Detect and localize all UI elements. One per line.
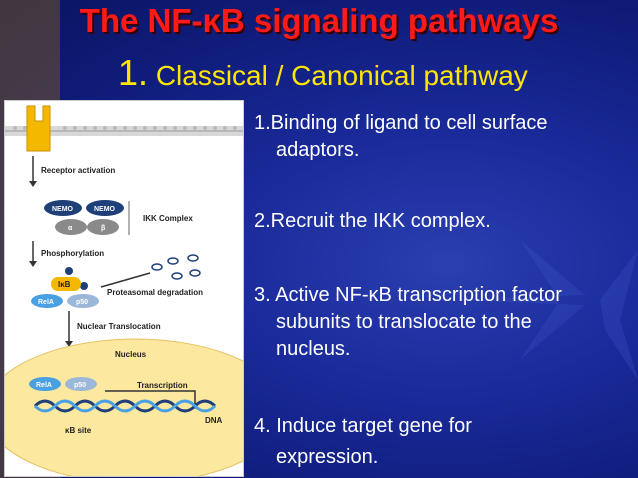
phosphorylation-label: Phosphorylation	[41, 249, 104, 258]
ikk-beta-label: β	[101, 225, 106, 232]
receptor-activation-label: Receptor activation	[41, 166, 115, 175]
nuclear-translocation-label: Nuclear Translocation	[77, 322, 161, 331]
p50-label: p50	[76, 299, 88, 306]
nemo-label-1: NEMO	[52, 206, 74, 213]
bullet-2-line1: 2.Recruit the IKK complex.	[254, 210, 491, 232]
ikb-label: IκB	[58, 280, 71, 289]
pathway-diagram: Receptor activation NEMO NEMO α β IKK Co…	[4, 100, 244, 477]
nucleus-label: Nucleus	[115, 350, 147, 359]
bullet-4-line1: 4. Induce target gene for	[254, 415, 472, 437]
transcription-label: Transcription	[137, 381, 188, 390]
bullet-1: 1.Binding of ligand to cell surface adap…	[254, 110, 548, 164]
subtitle-number: 1.	[118, 52, 149, 93]
bullet-2: 2.Recruit the IKK complex.	[254, 208, 491, 235]
slide-title: The NF-κB signaling pathways	[79, 2, 559, 39]
receptor-shape	[26, 105, 51, 152]
nemo-label-2: NEMO	[94, 206, 116, 213]
bullet-4: 4. Induce target gene for expression.	[254, 413, 472, 471]
kb-site-label: κB site	[65, 426, 92, 435]
p50-label-2: p50	[74, 382, 86, 389]
bullet-3-line2: subunits to translocate to the	[276, 311, 532, 333]
ikk-complex-label: IKK Complex	[143, 214, 193, 223]
ikk-alpha-label: α	[68, 225, 73, 232]
bullet-3-line1: 3. Active NF-κB transcription factor	[254, 284, 562, 306]
rela-label: RelA	[38, 299, 54, 306]
bullet-4-line2: expression.	[276, 446, 379, 468]
dna-label: DNA	[205, 416, 223, 425]
rela-label-2: RelA	[36, 382, 52, 389]
bullet-3-line3: nucleus.	[276, 338, 351, 360]
bullet-3: 3. Active NF-κB transcription factor sub…	[254, 282, 562, 363]
dna-helix	[33, 399, 217, 413]
nucleus-shape	[5, 338, 243, 476]
slide-subtitle: 1. Classical / Canonical pathway	[118, 52, 528, 94]
proteasomal-degradation-label: Proteasomal degradation	[107, 288, 203, 297]
subtitle-text: Classical / Canonical pathway	[155, 60, 528, 91]
bullet-1-line1: 1.Binding of ligand to cell surface	[254, 112, 548, 134]
bullet-1-line2: adaptors.	[276, 139, 360, 161]
